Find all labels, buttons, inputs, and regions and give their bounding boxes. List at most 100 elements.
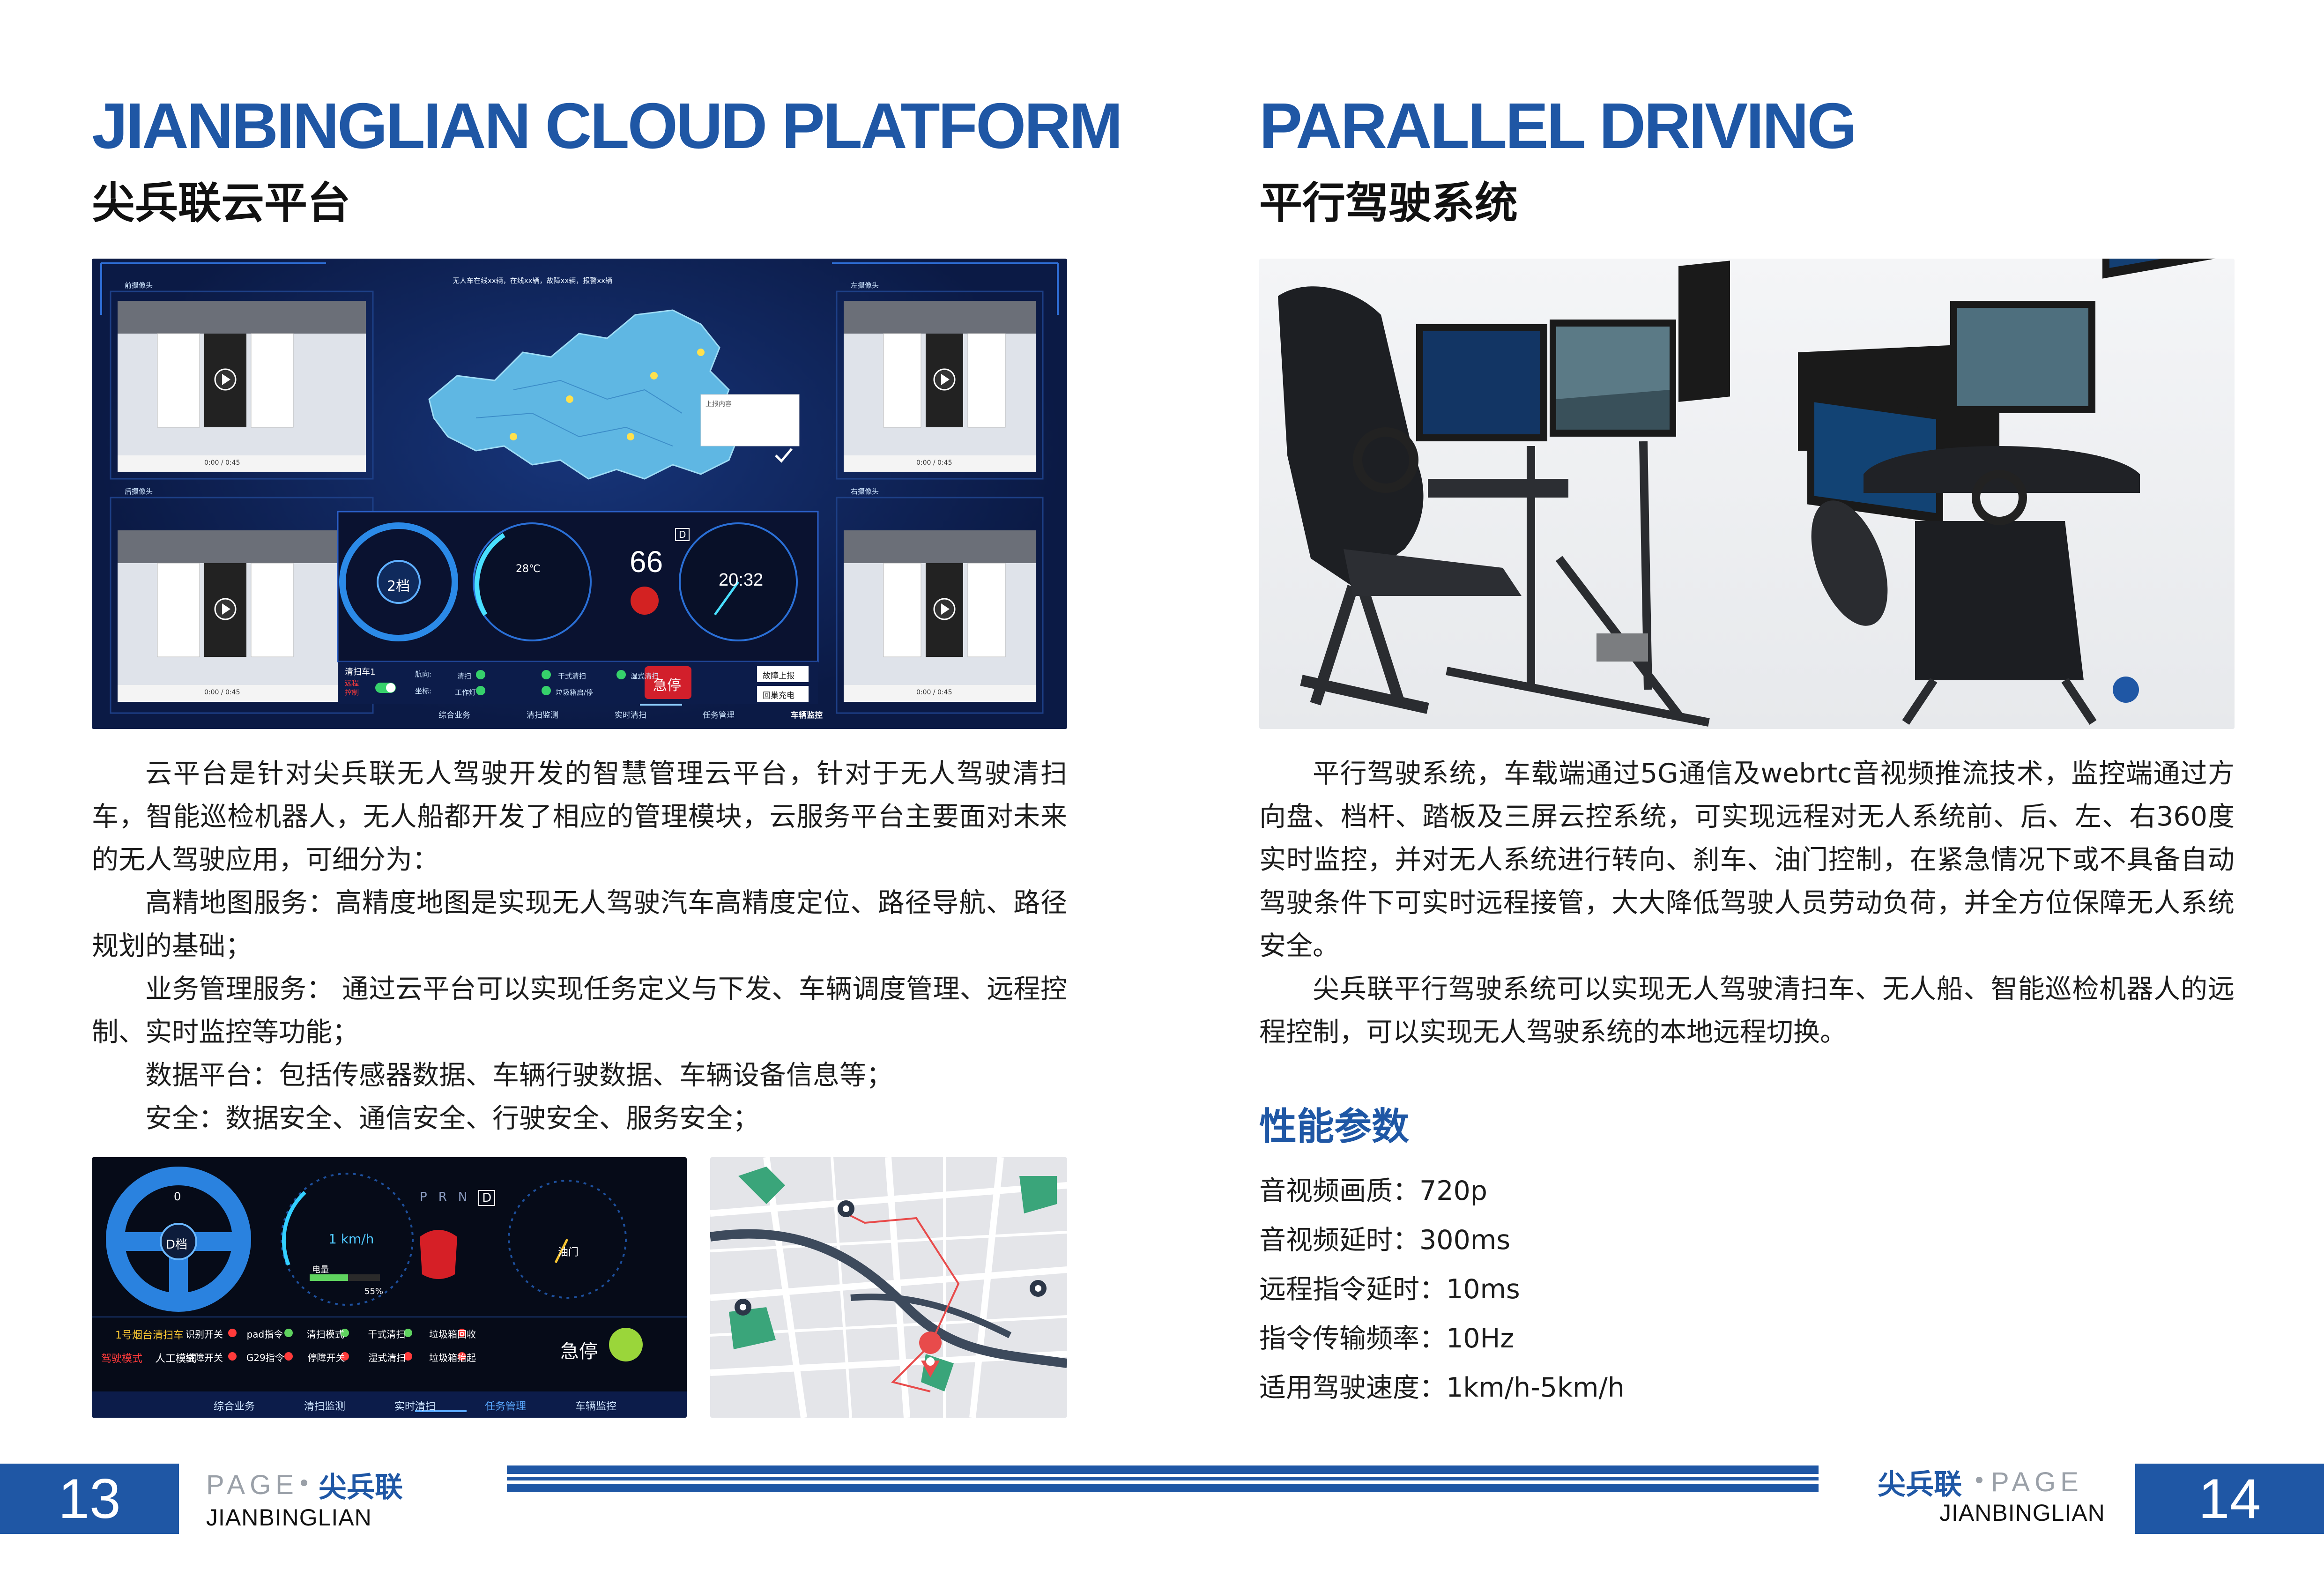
- spec-item: 指令传输频率：10Hz: [1259, 1323, 1515, 1354]
- status-light: 工作灯: [455, 688, 476, 697]
- gear-n: N: [458, 1190, 468, 1204]
- left-paragraph: 高精地图服务：高精度地图是实现无人驾驶汽车高精度定位、路径导航、路径规划的基础；: [92, 887, 1067, 961]
- tab-realtime-clean[interactable]: 实时清扫: [394, 1401, 436, 1413]
- tab-overview[interactable]: 综合业务: [214, 1401, 255, 1413]
- status-dry: 干式清扫: [558, 672, 587, 680]
- vehicle-name: 清扫车1: [345, 667, 376, 677]
- footer-en-left: JIANBINGLIAN: [206, 1504, 372, 1531]
- throttle-label: 油门: [558, 1247, 579, 1258]
- left-paragraph: 云平台是针对尖兵联无人驾驶开发的智慧管理云平台，针对于无人驾驶清扫车，智能巡检机…: [92, 758, 1067, 875]
- left-title-en: JIANBINGLIAN CLOUD PLATFORM: [92, 90, 1123, 162]
- tab-clean-monitor[interactable]: 清扫监测: [304, 1401, 345, 1413]
- cluster-vehicle: 1号烟台清扫车: [115, 1330, 184, 1341]
- wheel-zero: 0: [174, 1190, 181, 1203]
- route-map-image: [710, 1157, 1067, 1418]
- status-item: 停障开关: [307, 1352, 345, 1363]
- cluster-mode: 驾驶模式: [101, 1353, 143, 1365]
- cam-left-label: 左摄像头: [851, 281, 879, 290]
- spec-item: 音视频画质：720p: [1259, 1175, 1487, 1206]
- spec-list: 音视频画质：720p 音视频延时：300ms 远程指令延时：10ms 指令传输频…: [1259, 1167, 1625, 1413]
- cluster-gear: D档: [166, 1238, 188, 1252]
- gear-letter: D: [675, 528, 690, 541]
- left-paragraph: 数据平台：包括传感器数据、车辆行驶数据、车辆设备信息等；: [145, 1060, 893, 1091]
- left-title-zh: 尖兵联云平台: [92, 178, 351, 228]
- gear-p: P: [420, 1190, 427, 1204]
- spec-item: 适用驾驶速度：1km/h-5km/h: [1259, 1372, 1625, 1403]
- gear-r: R: [438, 1190, 447, 1204]
- footer-page-right: PAGE: [1991, 1467, 2083, 1497]
- fault-report-button[interactable]: 故障上报: [763, 671, 794, 681]
- speed-readout: 66: [630, 545, 663, 579]
- footer-page-left: PAGE: [206, 1470, 298, 1500]
- footer-brand-left: 尖兵联: [319, 1471, 403, 1504]
- heading-label: 航向:: [415, 670, 432, 678]
- battery-label: 电量: [312, 1265, 329, 1275]
- right-body-text: 平行驾驶系统，车载端通过5G通信及webrtc音视频推流技术，监控端通过方向盘、…: [1259, 752, 2235, 1054]
- page-number-left: 13: [0, 1464, 179, 1534]
- battery-value: 55%: [364, 1287, 384, 1296]
- cluster-tabs: 综合业务 清扫监测 实时清扫 任务管理 车辆监控: [214, 1398, 616, 1413]
- status-item: 垃圾箱回收: [429, 1329, 476, 1340]
- video-time: 0:00 / 0:45: [204, 459, 240, 467]
- report-popup: 上报内容: [705, 401, 732, 408]
- right-paragraph: 平行驾驶系统，车载端通过5G通信及webrtc音视频推流技术，监控端通过方向盘、…: [1259, 758, 2235, 961]
- gear-d: D: [478, 1190, 496, 1206]
- return-charge-button[interactable]: 回巢充电: [763, 691, 794, 700]
- status-bin: 垃圾箱启/停: [556, 688, 594, 697]
- map-graphics: [710, 1157, 1067, 1418]
- footer-dot: [1976, 1477, 1982, 1483]
- left-paragraph: 安全：数据安全、通信安全、行驶安全、服务安全；: [145, 1103, 759, 1134]
- cam-rear-label: 后摄像头: [125, 487, 153, 496]
- status-row-1: 识别开关 pad指令 清扫模式 干式清扫 垃圾箱回收: [186, 1327, 476, 1340]
- status-item: 清扫模式: [306, 1329, 344, 1340]
- footer-stripe: [507, 1465, 1819, 1474]
- cluster-estop[interactable]: 急停: [560, 1341, 598, 1362]
- left-paragraph: 业务管理服务： 通过云平台可以实现任务定义与下发、车辆调度管理、远程控制、实时监…: [92, 974, 1067, 1048]
- status-item: 干式清扫: [368, 1329, 406, 1340]
- tab-task-manage[interactable]: 任务管理: [484, 1401, 526, 1413]
- status-item: 识别开关: [186, 1329, 223, 1340]
- cluster-graphics: [92, 1167, 687, 1418]
- status-wet: 湿式清扫: [631, 672, 659, 680]
- spec-item: 远程指令延时：10ms: [1259, 1274, 1520, 1305]
- left-body-text: 云平台是针对尖兵联无人驾驶开发的智慧管理云平台，针对于无人驾驶清扫车，智能巡检机…: [92, 752, 1067, 1140]
- tab-task-manage[interactable]: 任务管理: [703, 711, 735, 720]
- tab-overview[interactable]: 综合业务: [438, 711, 470, 720]
- cam-front-label: 前摄像头: [125, 281, 153, 290]
- cluster-manual: 人工模式: [155, 1353, 197, 1365]
- video-time: 0:00 / 0:45: [916, 689, 952, 696]
- status-item: 绕障开关: [186, 1352, 223, 1363]
- status-item: 湿式清扫: [368, 1352, 406, 1363]
- driving-cluster-image: 0 D档 1 km/h 电量 55% P R N D 油门 1号烟台清扫车 驾驶…: [92, 1157, 687, 1418]
- video-time: 0:00 / 0:45: [916, 459, 952, 467]
- dashboard-header: 无人车在线xx辆，在线xx辆，故障xx辆，报警xx辆: [453, 276, 613, 285]
- status-item: pad指令: [246, 1329, 283, 1340]
- mode-control: 控制: [345, 688, 359, 697]
- right-title-en: PARALLEL DRIVING: [1259, 90, 1857, 162]
- dashboard-graphics: [100, 262, 1059, 714]
- tab-realtime-clean[interactable]: 实时清扫: [615, 711, 646, 720]
- spec-item: 音视频延时：300ms: [1259, 1225, 1511, 1256]
- coord-label: 坐标:: [415, 687, 432, 695]
- page-number-right: 14: [2135, 1464, 2324, 1534]
- temp-readout: 28℃: [516, 563, 541, 575]
- gear-readout: 2档: [387, 578, 410, 595]
- simulator-graphics: [1278, 259, 2224, 727]
- status-row-2: 绕障开关 G29指令 停障开关 湿式清扫 垃圾箱抬起: [186, 1350, 476, 1364]
- dashboard-tabs: 综合业务 清扫监测 实时清扫 任务管理 车辆监控: [438, 708, 823, 720]
- right-title-zh: 平行驾驶系统: [1259, 178, 1518, 228]
- cloud-dashboard-image: 无人车在线xx辆，在线xx辆，故障xx辆，报警xx辆 前摄像头 左摄像头 后摄像…: [92, 259, 1067, 729]
- footer-stripe: [507, 1477, 1819, 1480]
- right-paragraph: 尖兵联平行驾驶系统可以实现无人驾驶清扫车、无人船、智能巡检机器人的远程控制，可以…: [1259, 974, 2235, 1048]
- estop-button[interactable]: 急停: [653, 677, 681, 694]
- footer-stripe: [507, 1484, 1819, 1492]
- tab-clean-monitor[interactable]: 清扫监测: [527, 711, 558, 720]
- footer-dot: [301, 1480, 307, 1486]
- footer-en-right: JIANBINGLIAN: [1939, 1500, 2105, 1526]
- parallel-driving-photo: [1259, 259, 2235, 729]
- prnd-selector: P R N D: [420, 1190, 496, 1206]
- footer-brand-right: 尖兵联: [1878, 1468, 1962, 1501]
- tab-vehicle-monitor[interactable]: 车辆监控: [791, 711, 823, 720]
- tab-vehicle-monitor[interactable]: 车辆监控: [575, 1401, 616, 1413]
- status-item: 垃圾箱抬起: [429, 1352, 476, 1363]
